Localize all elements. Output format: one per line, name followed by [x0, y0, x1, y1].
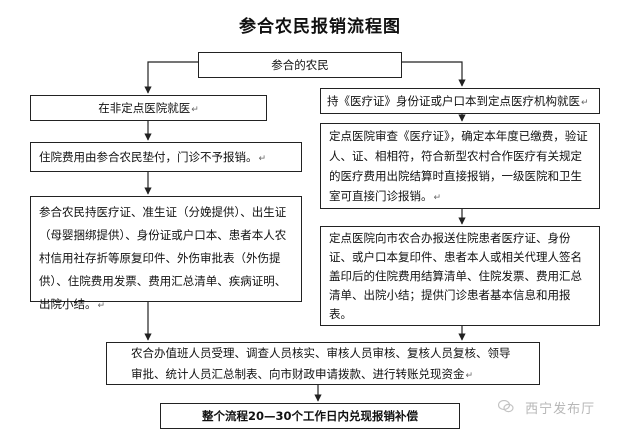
node-start: 参合的农民	[198, 52, 402, 78]
wechat-icon	[497, 399, 519, 417]
node-final: 整个流程20—30个工作日内兑现报销补偿	[160, 403, 460, 429]
watermark-text: 西宁发布厅	[525, 402, 596, 417]
arrow-start-right	[402, 61, 466, 87]
paragraph-mark: ↵	[97, 301, 106, 311]
paragraph-mark: ↵	[433, 193, 442, 203]
node-left-1-label: 在非定点医院就医	[98, 101, 191, 115]
node-left-3: 参合农民持医疗证、准生证（分娩提供）、出生证（母婴捆绑提供）、身份证或户口本、患…	[30, 196, 302, 311]
node-left-3-label: 参合农民持医疗证、准生证（分娩提供）、出生证（母婴捆绑提供）、身份证或户口本、患…	[39, 205, 287, 311]
node-left-1: 在非定点医院就医↵	[30, 95, 267, 121]
node-right-1: 持《医疗证》身份证或户口本到定点医疗机构就医↵	[320, 88, 600, 114]
connector-lines	[144, 61, 466, 402]
node-final-label: 整个流程20—30个工作日内兑现报销补偿	[201, 409, 418, 423]
paragraph-mark: ↵	[581, 98, 589, 108]
node-left-2-label: 住院费用由参合农民垫付，门诊不予报销。	[39, 150, 258, 164]
node-left-2: 住院费用由参合农民垫付，门诊不予报销。↵	[30, 142, 302, 172]
diagram-title: 参合农民报销流程图	[239, 17, 401, 37]
node-right-1-label: 持《医疗证》身份证或户口本到定点医疗机构就医	[327, 94, 580, 108]
watermark: 西宁发布厅	[497, 398, 596, 417]
arrow-start-left	[144, 61, 198, 94]
node-right-3-label: 定点医院向市农合办报送住院患者医疗证、身份证、或户口本复印件、患者本人或相关代理…	[329, 231, 582, 321]
node-right-2-label: 定点医院审查《医疗证》，确定本年度已缴费，验证人、证、相相符，符合新型农村合作医…	[329, 129, 588, 203]
node-right-3: 定点医院向市农合办报送住院患者医疗证、身份证、或户口本复印件、患者本人或相关代理…	[320, 226, 600, 326]
paragraph-mark: ↵	[465, 371, 474, 381]
node-right-2: 定点医院审查《医疗证》，确定本年度已缴费，验证人、证、相相符，符合新型农村合作医…	[320, 123, 600, 209]
paragraph-mark: ↵	[191, 105, 199, 115]
node-bottom: 农合办值班人员受理、调查人员核实、审核人员审核、复核人员复核、领导审批、统计人员…	[106, 342, 540, 385]
node-start-label: 参合的农民	[271, 58, 329, 72]
paragraph-mark: ↵	[258, 154, 267, 164]
node-bottom-label: 农合办值班人员受理、调查人员核实、审核人员审核、复核人员复核、领导审批、统计人员…	[131, 346, 511, 381]
